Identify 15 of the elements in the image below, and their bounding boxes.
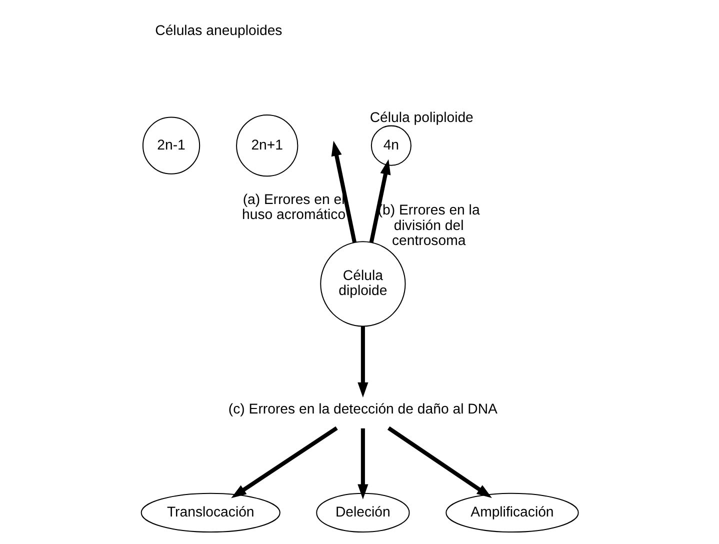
node-label: Célula poliploide [369, 108, 473, 124]
node-text: (c) Errores en la detección de daño al DNA [228, 400, 497, 416]
arrow [357, 326, 368, 398]
node-ellipse: Amplificación [445, 492, 578, 532]
arrow [368, 158, 390, 242]
node-circle: 2n+1 [236, 114, 298, 176]
node-ellipse: Translocación [140, 492, 280, 532]
label: Células aneuploides [154, 21, 282, 38]
arrow [330, 140, 356, 242]
node-circle: 4n [370, 124, 411, 166]
arrow [386, 426, 492, 498]
node-ellipse: Deleción [316, 492, 410, 532]
arrow [357, 428, 368, 499]
node-circle: 2n-1 [142, 116, 200, 174]
arrow [230, 426, 338, 498]
